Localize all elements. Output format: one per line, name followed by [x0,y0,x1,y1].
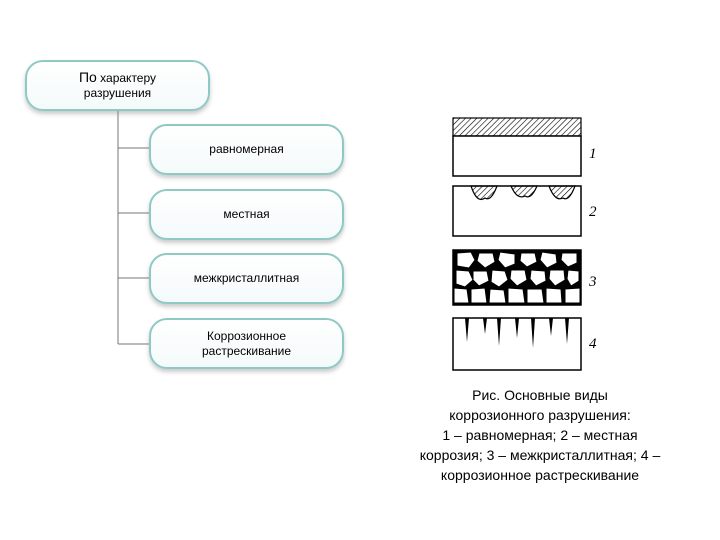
panel-uniform-corrosion: 1 [452,117,597,177]
root-node-by-destruction-character: По характеру разрушения [25,60,210,111]
corrosion-types-figure: 1 2 [452,117,597,371]
node-uniform: равномерная [149,124,344,175]
local-corrosion-pit [470,185,498,201]
local-corrosion-pit [510,185,538,198]
panel-number-3: 3 [588,274,597,290]
root-node-label-lead: По [78,69,97,85]
node-local-label: местная [223,207,270,221]
panel-local-corrosion: 2 [452,185,597,237]
panel-number-1: 1 [589,146,597,162]
uniform-corrosion-layer [452,117,582,137]
node-intercrystalline-label: межкристаллитная [193,271,300,285]
panel-corrosion-cracking: 4 [452,317,597,371]
panel-number-2: 2 [589,204,597,220]
node-intercrystalline: межкристаллитная [149,253,344,304]
panel-number-4: 4 [589,336,597,352]
node-local: местная [149,189,344,240]
node-corrosion-cracking-label: Коррозионное растрескивание [201,328,292,358]
local-corrosion-pit [548,185,576,200]
figure-caption: Рис. Основные виды коррозионного разруше… [419,387,661,483]
root-node-label: По характеру разрушения [79,70,156,101]
panel-intercrystalline-corrosion: 3 [452,249,597,306]
intercrystalline-grains [453,251,581,304]
corrosion-cracks [465,318,569,348]
node-corrosion-cracking: Коррозионное растрескивание [149,318,344,369]
node-uniform-label: равномерная [209,142,284,156]
root-node-label-rest: характеру разрушения [83,71,157,100]
uniform-corrosion-metal [452,135,582,177]
